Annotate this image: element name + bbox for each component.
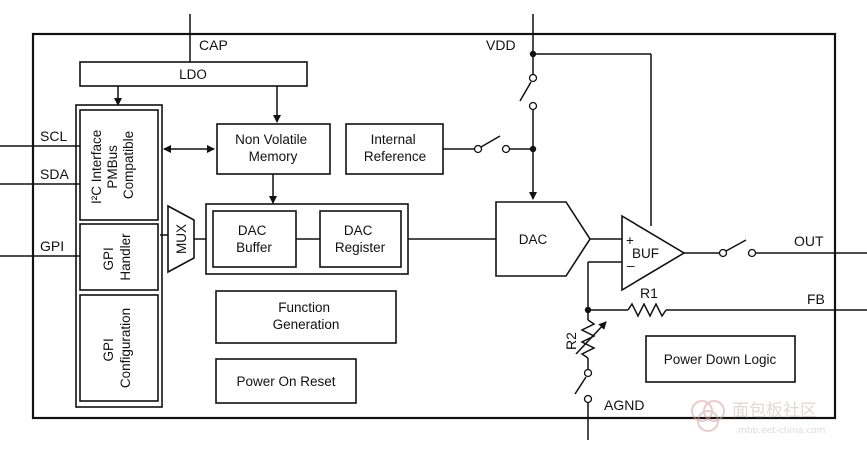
function-generation-label: Function Generation [273, 300, 340, 332]
resistor-r1 [627, 302, 667, 318]
mux-label: MUX [174, 224, 189, 254]
gpi-configuration-block [79, 294, 159, 402]
r1-label: R1 [640, 285, 658, 301]
power-on-reset-label: Power On Reset [236, 374, 335, 389]
dac-buffer-label: DAC Buffer [236, 223, 272, 255]
ldo-block [79, 61, 308, 87]
gpi-handler-label: GPI Handler [101, 233, 133, 281]
power-on-reset-block [215, 358, 357, 404]
i2c-interface-label: I²C Interface PMBus Compatible [89, 126, 136, 204]
pin-scl-label: SCL [40, 128, 67, 144]
r2-label: R2 [563, 332, 579, 350]
buf-amplifier [621, 214, 686, 292]
mux-block [167, 204, 195, 274]
pin-out-label: OUT [794, 233, 824, 249]
pin-cap-label: CAP [199, 37, 228, 53]
nvm-label: Non Volatile Memory [235, 132, 311, 164]
buf-label: BUF [632, 246, 659, 261]
pin-fb-label: FB [807, 291, 825, 307]
output-switch [718, 239, 757, 258]
dac-register-block [319, 210, 402, 268]
watermark-name: 面包板社区 [732, 401, 817, 421]
gpi-configuration-label: GPI Configuration [101, 308, 133, 388]
watermark-logo: 面包板社区 mbb.eet-china.com [691, 400, 825, 436]
dac-label: DAC [519, 232, 548, 247]
buf-plus-sign: + [626, 233, 634, 248]
pin-agnd-label: AGND [604, 397, 644, 413]
vdd-switch [519, 73, 538, 111]
internal-reference-block [345, 123, 444, 175]
watermark-url: mbb.eet-china.com [738, 426, 825, 436]
reference-switch [473, 135, 511, 154]
function-generation-block [215, 290, 397, 344]
resistor-r2 [580, 319, 596, 359]
power-down-logic-block [645, 335, 796, 383]
buf-minus-sign: – [627, 258, 635, 273]
i2c-interface-block [79, 109, 159, 221]
chip-outline [31, 32, 837, 420]
pin-sda-label: SDA [40, 166, 69, 182]
gpi-handler-block [79, 223, 159, 291]
ldo-label: LDO [179, 67, 207, 82]
pin-gpi-label: GPI [40, 238, 64, 254]
dac-block [495, 201, 591, 277]
agnd-switch [574, 368, 593, 404]
pin-vdd-label: VDD [486, 37, 516, 53]
dac-buffer-block [212, 210, 297, 268]
internal-reference-label: Internal Reference [364, 132, 426, 164]
dac-register-label: DAC Register [335, 223, 386, 255]
power-down-logic-label: Power Down Logic [664, 352, 777, 367]
